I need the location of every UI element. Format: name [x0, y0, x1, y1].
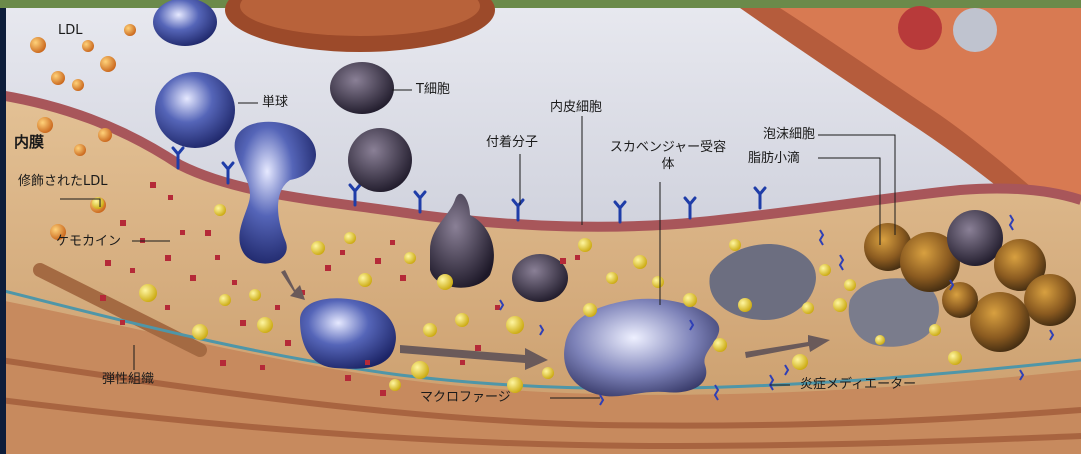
t-cell — [330, 62, 394, 114]
label-inflammatory-mediator: 炎症メディエーター — [800, 378, 916, 391]
label-elastic-tissue: 弾性組織 — [102, 373, 154, 386]
label-t-cell: T細胞 — [416, 83, 450, 96]
monocyte — [155, 72, 235, 148]
label-endothelial-cell: 内皮細胞 — [550, 101, 602, 114]
label-adhesion-molecule: 付着分子 — [486, 136, 538, 149]
label-lipid-droplet: 脂肪小滴 — [748, 152, 800, 165]
label-scavenger-receptor: スカベンジャー受容体 — [604, 140, 732, 174]
label-monocyte: 単球 — [262, 96, 288, 109]
rbc-right — [898, 6, 942, 50]
label-macrophage: マクロファージ — [420, 391, 511, 404]
small-macrophage — [512, 254, 568, 302]
left-dark-margin — [0, 8, 6, 454]
wbc-right — [953, 8, 997, 52]
label-chemokine: ケモカイン — [56, 235, 121, 248]
label-scavenger-receptor-text: スカベンジャー受容体 — [604, 140, 732, 174]
monocyte-attached — [348, 128, 412, 192]
label-intima: 内膜 — [14, 135, 44, 150]
monocyte-top — [153, 0, 217, 46]
label-ldl: LDL — [58, 24, 83, 37]
label-modified-ldl: 修飾されたLDL — [18, 175, 108, 188]
label-foam-cell: 泡沫細胞 — [763, 128, 815, 141]
